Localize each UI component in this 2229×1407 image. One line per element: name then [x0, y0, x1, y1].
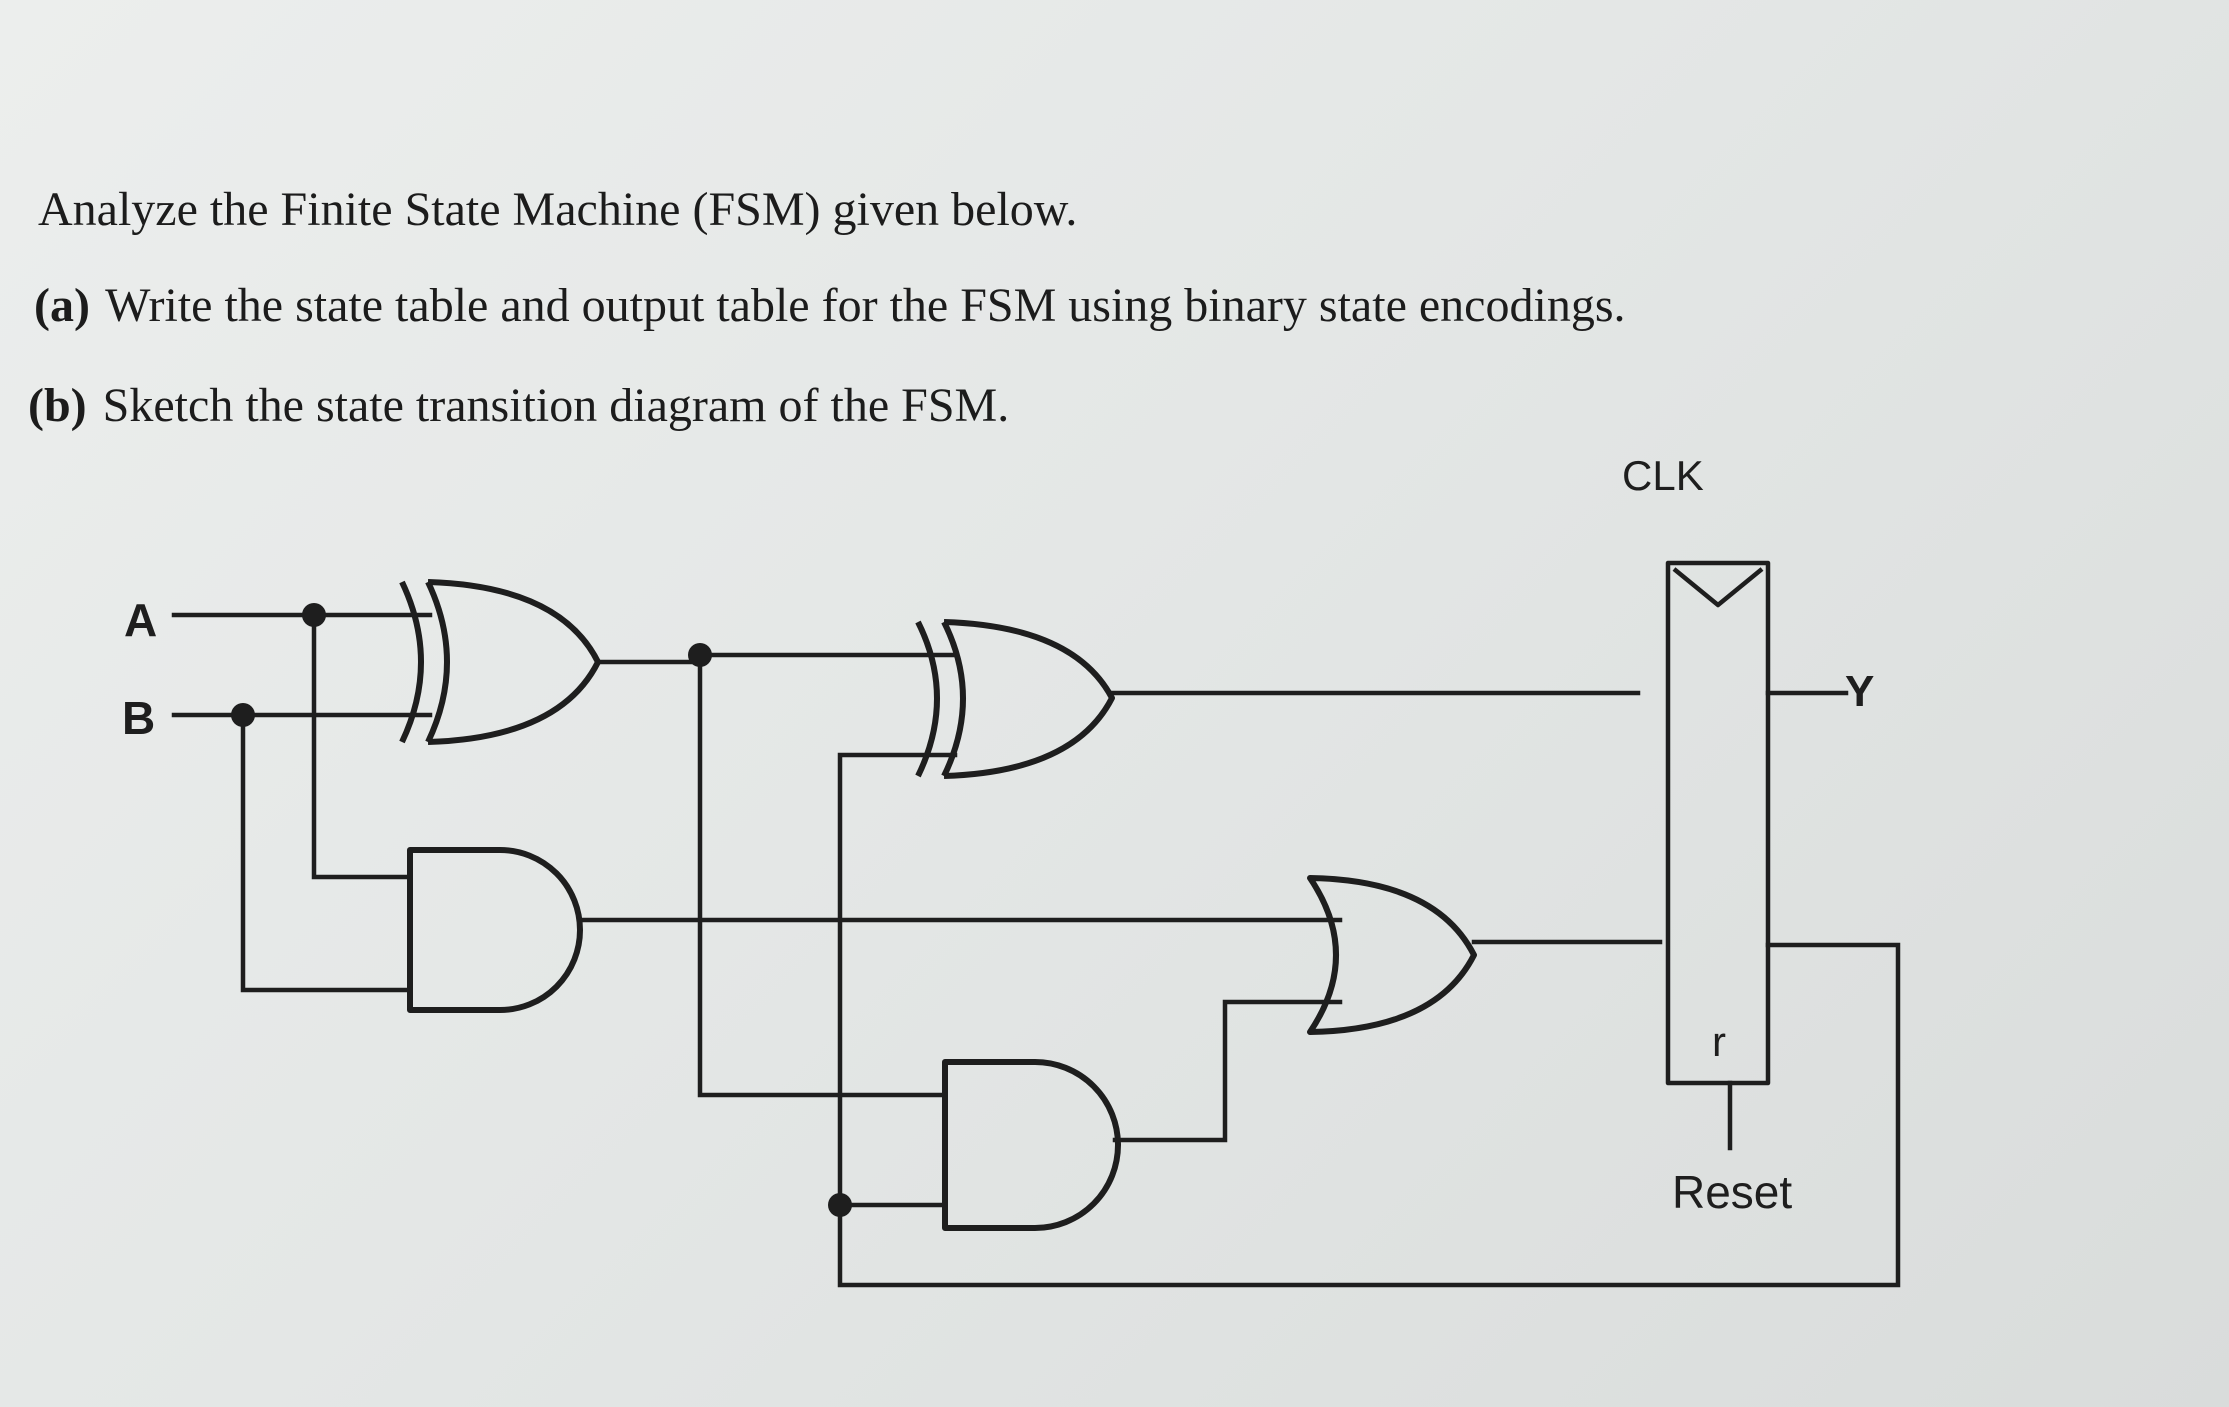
reset-pin-label: r — [1712, 1018, 1726, 1065]
wire-b-to-and1 — [240, 712, 413, 993]
and-gate-2 — [942, 1059, 1121, 1231]
part-a-label: (a) — [34, 279, 90, 332]
or-gate — [1307, 875, 1477, 1035]
wire-q-to-xor2 — [837, 752, 958, 1208]
xor-gate-1 — [399, 579, 601, 745]
junction-b — [231, 703, 255, 727]
wire-a-to-and1 — [311, 612, 413, 880]
clk-label: CLK — [1622, 452, 1704, 499]
question-part-b: (b) Sketch the state transition diagram … — [28, 378, 1009, 433]
wire-ff-q-feedback — [837, 942, 1901, 1288]
wire-xor1-to-xor2 — [697, 652, 958, 665]
part-b-text: Sketch the state transition diagram of t… — [102, 379, 1010, 432]
question-intro: Analyze the Finite State Machine (FSM) g… — [38, 182, 1077, 237]
intro-text: Analyze the Finite State Machine (FSM) g… — [38, 183, 1078, 236]
input-a-label: A — [124, 594, 157, 646]
reset-label: Reset — [1672, 1166, 1792, 1218]
wire-and2-to-or — [1112, 999, 1343, 1143]
flip-flop — [1665, 560, 1771, 1086]
wire-xor1-to-and2 — [697, 652, 948, 1098]
junction-a — [302, 603, 326, 627]
and-gate-1 — [407, 847, 583, 1013]
junction-xor1 — [688, 643, 712, 667]
part-b-label: (b) — [28, 379, 87, 432]
xor-gate-2 — [915, 619, 1115, 779]
part-a-text: Write the state table and output table f… — [105, 279, 1626, 332]
input-b-label: B — [122, 692, 155, 744]
output-y-label: Y — [1845, 667, 1874, 716]
question-part-a: (a) Write the state table and output tab… — [34, 278, 1626, 333]
